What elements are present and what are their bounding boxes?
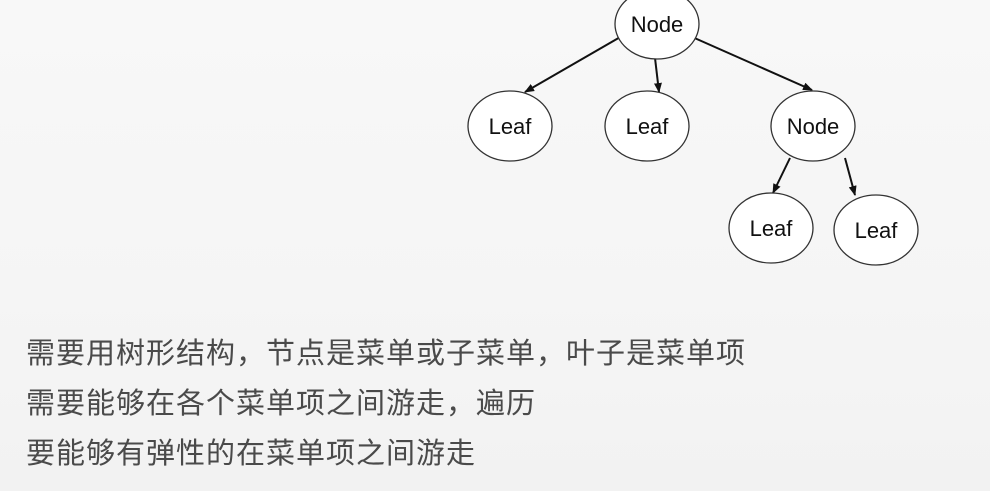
edge-node2-leaf3: [772, 157, 791, 194]
node-label: Leaf: [489, 114, 533, 139]
leaf-node-leaf2: Leaf: [604, 90, 690, 162]
edge-node2-leaf4: [844, 157, 857, 196]
branch-node-node2: Node: [770, 90, 856, 162]
node-label: Leaf: [626, 114, 670, 139]
bullet-item: 要能够有弹性的在菜单项之间游走: [26, 436, 477, 470]
edge-root-node2: [689, 35, 813, 91]
bullet-list: 需要用树形结构，节点是菜单或子菜单，叶子是菜单项 需要能够在各个菜单项之间游走，…: [26, 328, 746, 478]
node-ellipse: [604, 90, 690, 162]
bullet-item: 需要用树形结构，节点是菜单或子菜单，叶子是菜单项: [26, 336, 747, 370]
leaf-node-leaf1: Leaf: [467, 90, 553, 162]
node-label: Node: [631, 12, 684, 37]
edge-root-leaf1: [524, 35, 623, 93]
edge-root-leaf2: [653, 57, 662, 93]
leaf-node-leaf4: Leaf: [833, 194, 919, 266]
node-ellipse: [833, 194, 919, 266]
node-label: Node: [787, 114, 840, 139]
node-ellipse: [614, 0, 700, 60]
branch-node-root: Node: [614, 0, 700, 60]
bullet-item: 需要能够在各个菜单项之间游走，遍历: [26, 386, 537, 420]
node-ellipse: [728, 192, 814, 264]
node-ellipse: [770, 90, 856, 162]
node-ellipse: [467, 90, 553, 162]
node-label: Leaf: [855, 218, 899, 243]
leaf-node-leaf3: Leaf: [728, 192, 814, 264]
node-label: Leaf: [750, 216, 794, 241]
